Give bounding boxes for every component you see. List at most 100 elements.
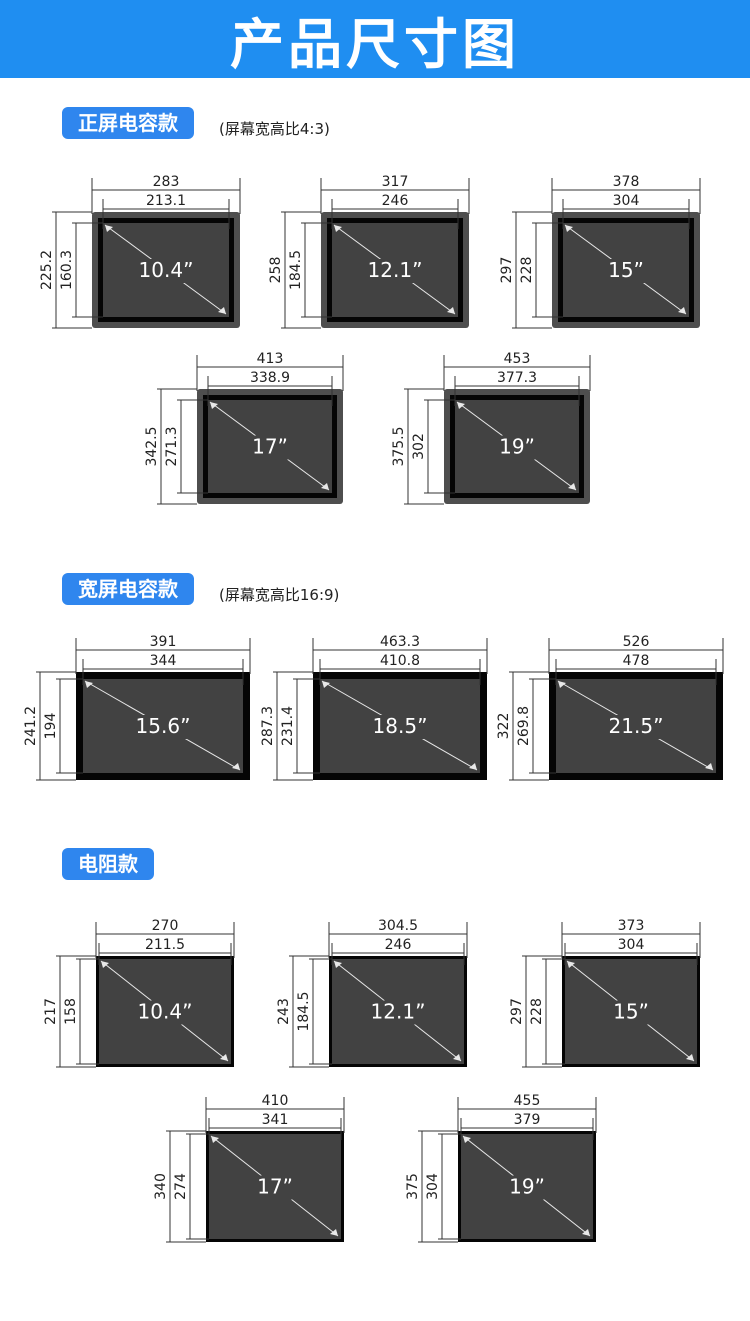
outer-height-label: 258: [268, 257, 284, 284]
screen-width-label: 246: [382, 193, 409, 209]
outer-width-label: 391: [150, 634, 177, 650]
arrow-icon: [558, 681, 566, 688]
outer-height-label: 340: [153, 1173, 169, 1200]
label-backdrop: [610, 1000, 652, 1025]
outer-width-label: 373: [618, 918, 645, 934]
arrow-icon: [565, 225, 573, 232]
screen-size-label: 15”: [613, 1000, 649, 1024]
label-backdrop: [366, 1000, 430, 1025]
section-badge-resistive: 电阻款: [62, 848, 154, 880]
screen-width-label: 478: [623, 653, 650, 669]
screen-size-label: 19”: [509, 1175, 545, 1199]
screen-width-label: 338.9: [250, 370, 290, 386]
arrow-icon: [457, 402, 465, 409]
screen-width-label: 213.1: [146, 193, 186, 209]
arrow-icon: [582, 1229, 590, 1236]
outer-width-label: 413: [257, 351, 284, 367]
label-backdrop: [133, 1000, 197, 1025]
screen-width-label: 379: [514, 1112, 541, 1128]
outer-width-label: 283: [153, 174, 180, 190]
arrow-icon: [334, 225, 342, 232]
label-backdrop: [506, 1175, 548, 1200]
screen-height-label: 194: [43, 713, 59, 740]
arrow-icon: [330, 1229, 338, 1236]
screen-size-label: 15.6”: [136, 714, 191, 738]
screen-width-label: 377.3: [497, 370, 537, 386]
label-backdrop: [254, 1175, 296, 1200]
screen-height-label: 184.5: [296, 991, 312, 1031]
screen-width-label: 341: [262, 1112, 289, 1128]
outer-height-label: 297: [499, 257, 515, 284]
outer-height-label: 243: [276, 998, 292, 1025]
section-note-widescreen-capacitive: (屏幕宽高比16:9): [219, 586, 340, 604]
label-backdrop: [368, 715, 432, 739]
outer-height-label: 342.5: [144, 426, 160, 466]
arrow-icon: [447, 307, 455, 314]
arrow-icon: [321, 483, 329, 490]
arrow-icon: [232, 763, 240, 770]
screen-size-label: 18.5”: [373, 714, 428, 738]
arrow-icon: [686, 1054, 694, 1061]
screen-height-label: 269.8: [516, 706, 532, 746]
outer-width-label: 378: [613, 174, 640, 190]
screen-height-label: 274: [173, 1173, 189, 1200]
outer-width-label: 526: [623, 634, 650, 650]
screen-size-label: 21.5”: [609, 714, 664, 738]
screen-size-label: 12.1”: [371, 1000, 426, 1024]
section-note-standard-capacitive: (屏幕宽高比4:3): [219, 120, 330, 138]
screen-width-label: 246: [385, 937, 412, 953]
arrow-icon: [705, 763, 713, 770]
screen-height-label: 158: [63, 998, 79, 1025]
arrow-icon: [211, 1136, 219, 1143]
arrow-icon: [210, 402, 218, 409]
screen-width-label: 344: [150, 653, 177, 669]
screen-size-label: 10.4”: [138, 1000, 193, 1024]
screen-height-label: 231.4: [280, 706, 296, 746]
screen-height-label: 184.5: [288, 250, 304, 290]
outer-width-label: 317: [382, 174, 409, 190]
screen-size-label: 19”: [499, 435, 535, 459]
screen-height-label: 160.3: [59, 250, 75, 290]
screen-height-label: 302: [411, 433, 427, 460]
outer-width-label: 410: [262, 1093, 289, 1109]
section-badge-standard-capacitive: 正屏电容款: [62, 107, 194, 139]
arrow-icon: [567, 961, 575, 968]
outer-width-label: 455: [514, 1093, 541, 1109]
screen-width-label: 410.8: [380, 653, 420, 669]
label-backdrop: [249, 435, 291, 460]
screen-height-label: 228: [529, 998, 545, 1025]
arrow-icon: [334, 961, 342, 968]
screen-height-label: 228: [519, 257, 535, 284]
label-backdrop: [363, 259, 427, 283]
screen-width-label: 304: [613, 193, 640, 209]
screen-size-label: 15”: [608, 258, 644, 282]
arrow-icon: [568, 483, 576, 490]
outer-width-label: 463.3: [380, 634, 420, 650]
outer-height-label: 217: [43, 998, 59, 1025]
arrow-icon: [453, 1054, 461, 1061]
outer-height-label: 375: [405, 1173, 421, 1200]
label-backdrop: [134, 259, 198, 283]
arrow-icon: [322, 681, 330, 688]
outer-height-label: 375.5: [391, 426, 407, 466]
outer-height-label: 225.2: [39, 250, 55, 290]
arrow-icon: [218, 307, 226, 314]
screen-size-label: 17”: [257, 1175, 293, 1199]
